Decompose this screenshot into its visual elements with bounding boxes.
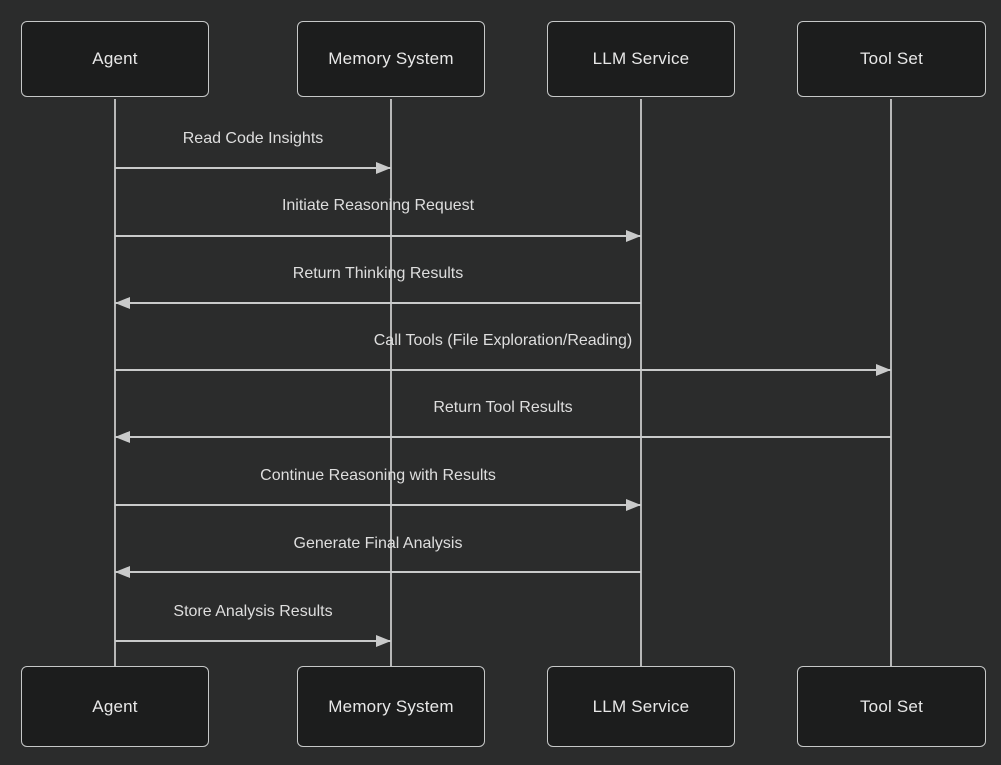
message-arrow-line: [115, 640, 391, 642]
message-arrow-line: [115, 436, 891, 438]
message-arrowhead: [115, 431, 130, 443]
message-arrow-line: [115, 369, 891, 371]
message-arrowhead: [626, 499, 641, 511]
message-label: Initiate Reasoning Request: [281, 197, 475, 214]
message-arrowhead: [626, 230, 641, 242]
message-arrow-line: [115, 167, 391, 169]
message-label: Generate Final Analysis: [293, 535, 463, 552]
message-arrow-line: [115, 302, 641, 304]
actor-label: Memory System: [328, 696, 454, 716]
actor-top-agent: Agent: [21, 21, 209, 97]
message-label: Return Thinking Results: [292, 265, 464, 282]
message-arrow-line: [115, 504, 641, 506]
lifeline-tool-set: [890, 99, 892, 666]
actor-bottom-llm-service: LLM Service: [547, 666, 735, 747]
actor-bottom-memory-system: Memory System: [297, 666, 485, 747]
message-label: Store Analysis Results: [173, 603, 333, 620]
message-label: Continue Reasoning with Results: [260, 467, 496, 484]
lifeline-agent: [114, 99, 116, 666]
actor-top-memory-system: Memory System: [297, 21, 485, 97]
message-arrow-line: [115, 235, 641, 237]
actor-top-llm-service: LLM Service: [547, 21, 735, 97]
message-arrowhead: [876, 364, 891, 376]
actor-bottom-tool-set: Tool Set: [797, 666, 986, 747]
message-label: Read Code Insights: [182, 130, 324, 147]
actor-label: Memory System: [328, 49, 454, 68]
lifeline-memory-system: [390, 99, 392, 666]
lifeline-llm-service: [640, 99, 642, 666]
message-arrowhead: [376, 635, 391, 647]
actor-label: Tool Set: [859, 696, 924, 716]
actor-label: LLM Service: [592, 696, 690, 716]
message-arrow-line: [115, 571, 641, 573]
actor-top-tool-set: Tool Set: [797, 21, 986, 97]
actor-label: Agent: [92, 696, 138, 716]
message-arrowhead: [115, 297, 130, 309]
actor-label: LLM Service: [592, 49, 690, 68]
message-label: Call Tools (File Exploration/Reading): [373, 332, 633, 349]
message-label: Return Tool Results: [433, 399, 573, 416]
actor-label: Tool Set: [859, 49, 924, 68]
actor-label: Agent: [92, 49, 138, 68]
message-arrowhead: [115, 566, 130, 578]
actor-bottom-agent: Agent: [21, 666, 209, 747]
message-arrowhead: [376, 162, 391, 174]
